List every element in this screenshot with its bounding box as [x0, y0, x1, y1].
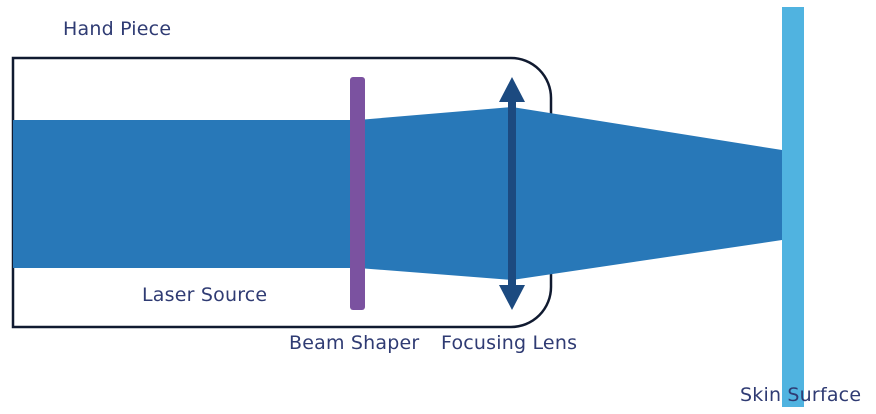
hand-piece-housing: [11, 56, 553, 329]
beam-shaper-element: [350, 77, 365, 310]
focusing-lens-label: Focusing Lens: [441, 332, 578, 354]
beam-shaper-label: Beam Shaper: [289, 332, 420, 354]
skin-surface-label: Skin Surface: [740, 384, 862, 406]
skin-surface-bar: [782, 7, 804, 407]
laser-beam: [13, 107, 782, 280]
focusing-lens-arrow: [499, 77, 525, 310]
laser-source-label: Laser Source: [142, 284, 268, 306]
hand-piece-label: Hand Piece: [63, 18, 172, 40]
